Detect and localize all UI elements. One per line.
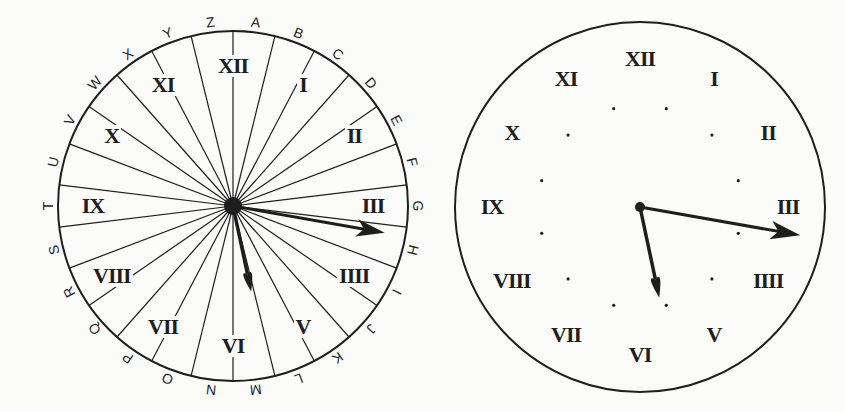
cipher-letter: H [405, 244, 421, 257]
tick-dot [540, 232, 543, 235]
cipher-letter: M [249, 382, 262, 397]
hour-numeral: VI [220, 335, 246, 357]
hour-hand [640, 207, 655, 279]
tick-dot [710, 277, 713, 280]
cipher-letter: V [61, 113, 78, 128]
cipher-letter: O [160, 371, 175, 388]
hour-numeral: IX [80, 195, 106, 217]
hour-numeral: VIII [491, 270, 533, 292]
cipher-letter: B [292, 25, 306, 41]
cipher-letter: L [292, 371, 304, 387]
hour-hand-tip [243, 272, 252, 292]
hour-numeral: III [360, 195, 387, 217]
cipher-letter: D [363, 75, 380, 92]
hour-numeral: VIII [91, 265, 133, 287]
hour-numeral: XI [553, 68, 579, 90]
minute-hand-tip [355, 219, 384, 236]
hour-numeral: I [297, 74, 309, 96]
hour-numeral: IX [479, 196, 505, 218]
cipher-letter: R [61, 284, 78, 299]
cipher-letter: Q [86, 320, 104, 337]
hour-numeral: IIII [337, 265, 371, 287]
clock-rim [58, 31, 408, 381]
cipher-letter: T [41, 202, 55, 211]
tick-dot [567, 134, 570, 137]
minute-hand [233, 206, 374, 231]
clock-center [635, 202, 645, 212]
tick-dot [612, 107, 615, 110]
hour-numeral: XI [150, 74, 176, 96]
hub [224, 197, 242, 215]
cipher-letter: I [390, 287, 404, 297]
cipher-letter: K [330, 350, 346, 367]
hour-numeral: I [708, 68, 720, 90]
hour-numeral: IIII [751, 270, 785, 292]
hour-numeral: V [705, 324, 724, 346]
hour-numeral: VII [146, 316, 180, 338]
tick-dot [665, 107, 668, 110]
tick-dot [737, 179, 740, 182]
cipher-letter: U [45, 155, 61, 168]
hour-numeral: VI [627, 344, 653, 366]
cipher-letter: S [45, 244, 61, 256]
cipher-letter: A [250, 15, 261, 30]
hour-numeral: XII [623, 48, 657, 70]
hour-numeral: II [759, 122, 778, 144]
tick-dot [567, 277, 570, 280]
hour-hand [233, 206, 248, 274]
cipher-letter: F [405, 156, 421, 168]
cipher-letter: X [120, 45, 136, 62]
cipher-letter: N [205, 382, 217, 397]
cipher-letter: G [411, 201, 425, 212]
hour-numeral: VII [549, 324, 583, 346]
clock-rim [455, 22, 825, 392]
hour-numeral: X [102, 125, 121, 147]
cipher-letter: J [364, 321, 379, 336]
radial-line [233, 75, 349, 206]
minute-hand-tip [769, 221, 800, 239]
hour-numeral: V [294, 316, 313, 338]
hour-hand-tip [651, 277, 661, 298]
hour-numeral: XII [216, 55, 250, 77]
tick-dot [612, 304, 615, 307]
tick-dot [540, 179, 543, 182]
cipher-letter: C [330, 45, 346, 62]
radial-line [233, 206, 377, 305]
tick-dot [737, 232, 740, 235]
tick-dot [710, 134, 713, 137]
radial-line [89, 107, 233, 206]
hour-numeral: III [775, 196, 802, 218]
tick-dot [665, 304, 668, 307]
cipher-letter: P [120, 350, 136, 367]
cipher-letter: Z [206, 15, 216, 30]
cipher-letter: E [388, 113, 405, 128]
hour-numeral: II [345, 125, 364, 147]
minute-hand [640, 207, 789, 233]
cipher-letter: Y [161, 25, 175, 41]
hour-numeral: X [502, 122, 521, 144]
